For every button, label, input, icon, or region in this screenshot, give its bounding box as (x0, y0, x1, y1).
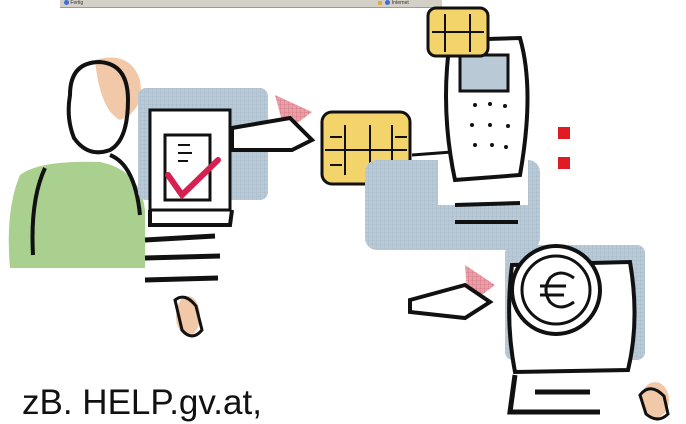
arrow-icon (410, 265, 495, 318)
computer-icon (138, 88, 268, 280)
person-icon (9, 58, 145, 269)
mouse-icon (640, 382, 669, 419)
mouse-icon (175, 296, 202, 336)
caption-text: zB. HELP.gv.at, (22, 383, 262, 423)
payment-terminal-icon (505, 245, 645, 412)
